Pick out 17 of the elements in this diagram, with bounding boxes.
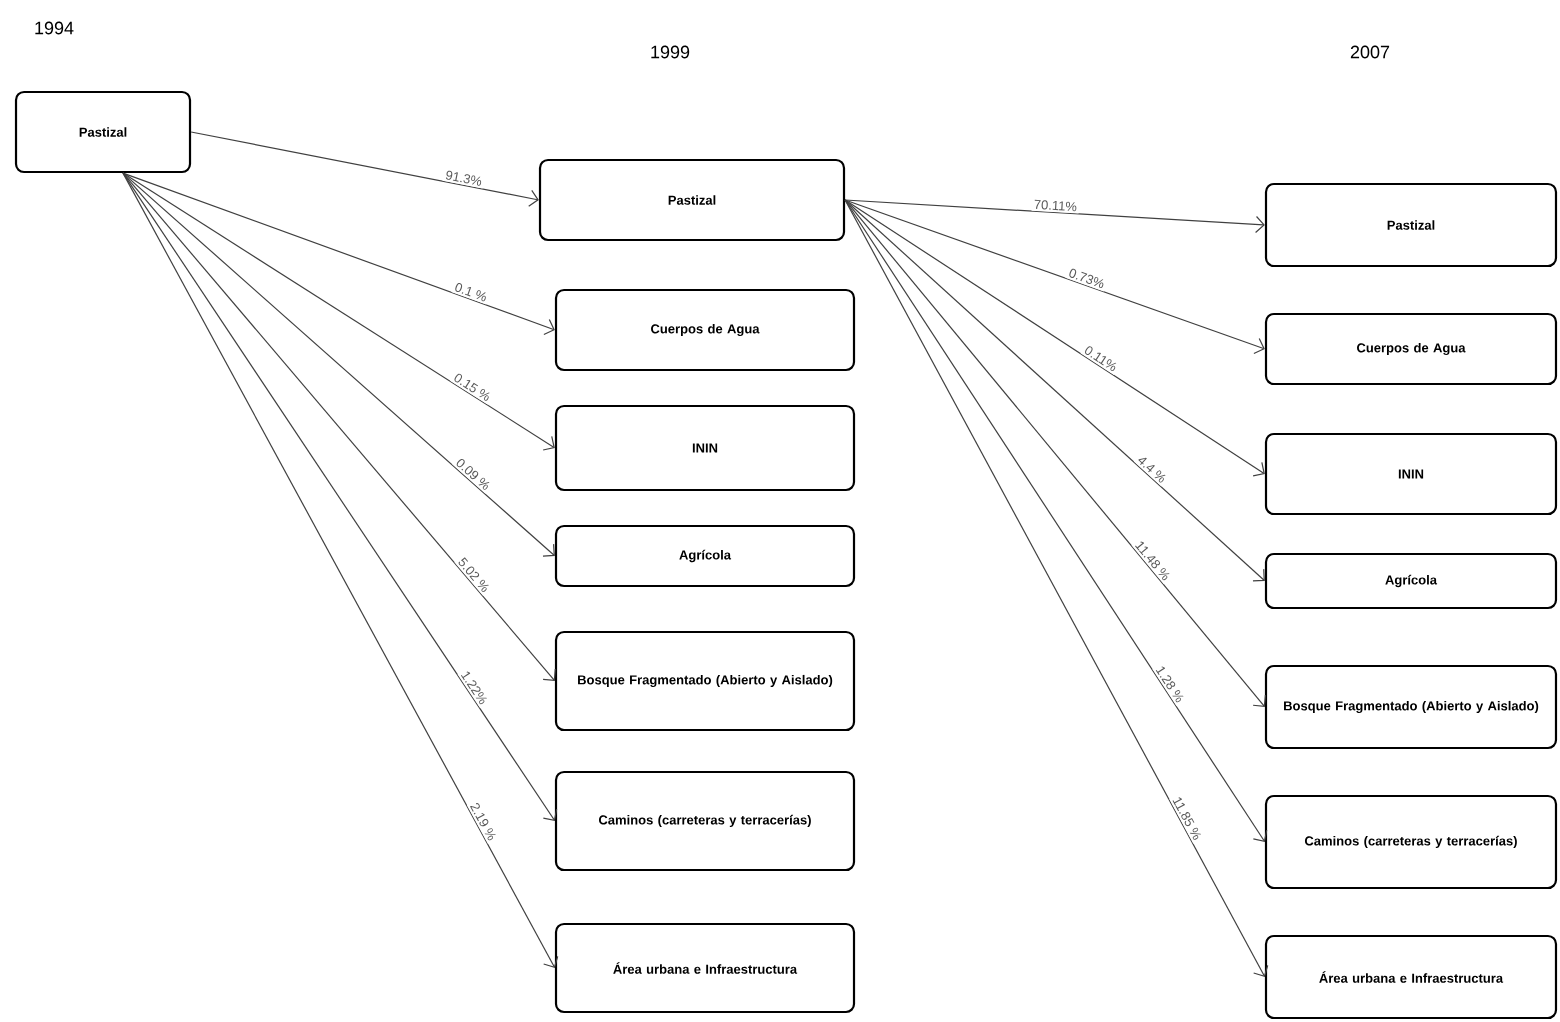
arrow xyxy=(844,199,1265,477)
arrow xyxy=(844,199,1266,707)
arrow xyxy=(122,172,559,968)
arrow xyxy=(122,172,555,451)
arrow xyxy=(844,199,1268,842)
arrow xyxy=(844,199,1269,977)
arrow xyxy=(844,199,1265,582)
arrow xyxy=(844,199,1265,355)
arrow xyxy=(190,131,539,207)
arrow xyxy=(122,172,556,681)
year-label: 1994 xyxy=(35,21,74,35)
arrow xyxy=(122,172,558,821)
arrow xyxy=(844,199,1265,234)
year-label: 2007 xyxy=(1350,45,1390,59)
arrow xyxy=(122,172,555,336)
year-label: 1999 xyxy=(651,45,690,59)
arrow xyxy=(122,172,555,557)
